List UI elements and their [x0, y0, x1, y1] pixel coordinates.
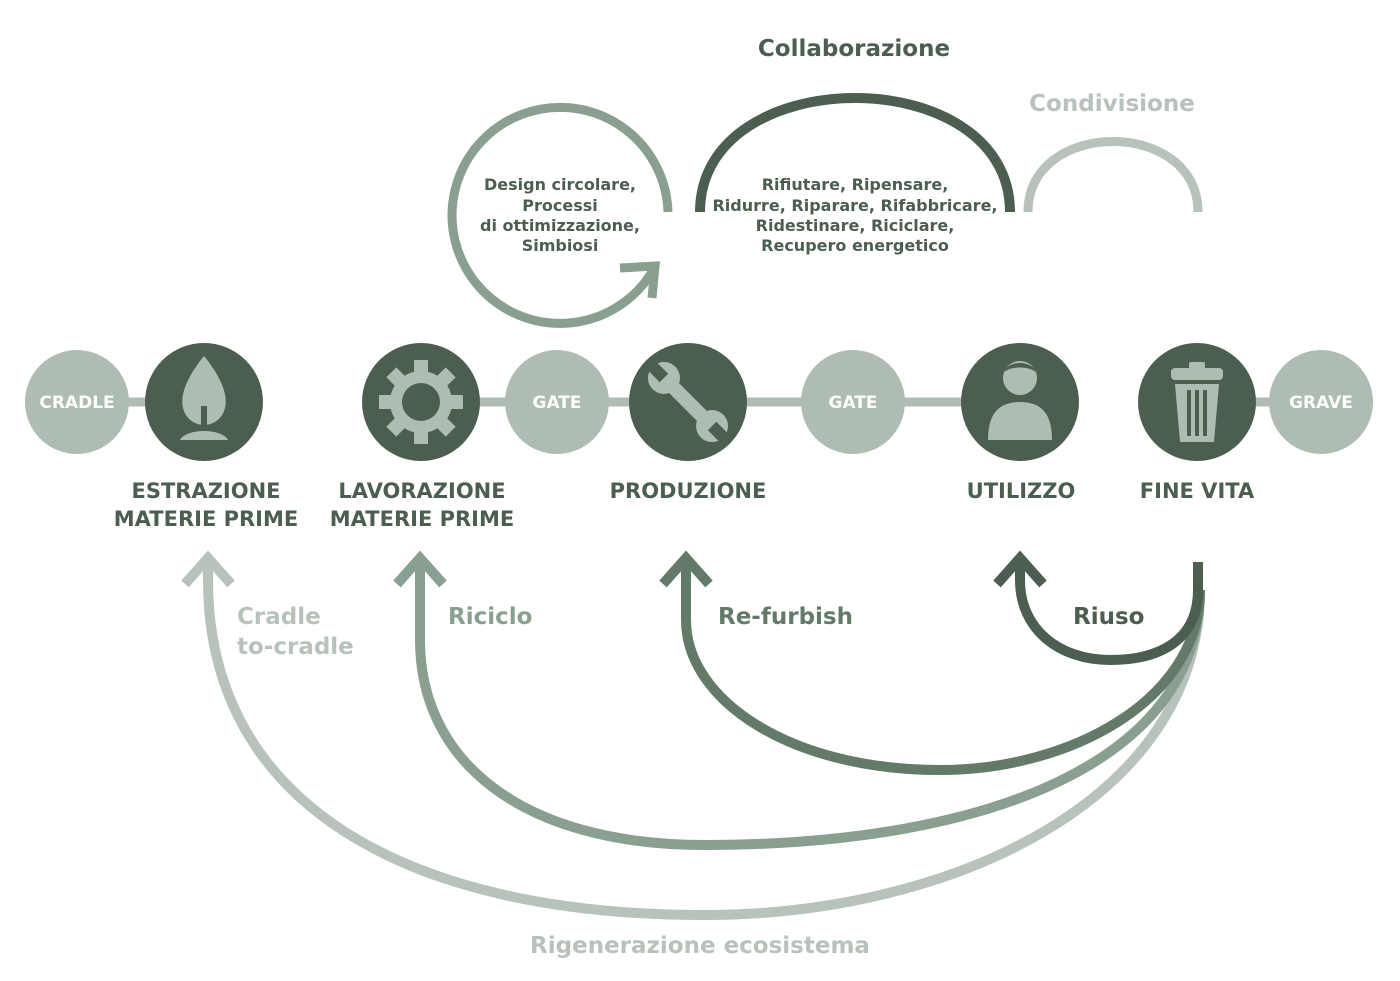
condivisione-arch — [1023, 137, 1203, 213]
stage-label-lavorazione-2: MATERIE PRIME — [330, 507, 514, 531]
arrowhead-riciclo — [393, 550, 447, 588]
collaborazione-line-4: Recupero energetico — [761, 236, 949, 255]
collaborazione-text: Rifiutare, Ripensare, Ridurre, Riparare,… — [712, 175, 997, 255]
stage-label-fine-vita: FINE VITA — [1140, 479, 1255, 503]
top-texts: Collaborazione Condivisione Design circo… — [480, 36, 1195, 255]
phase-cradle: CRADLE — [25, 350, 129, 454]
phase-grave-label: GRAVE — [1289, 393, 1353, 413]
collaborazione-title: Collaborazione — [758, 36, 950, 62]
circular-arrowhead — [619, 261, 660, 299]
phase-gate-1: GATE — [505, 350, 609, 454]
circular-line-4: Simbiosi — [522, 236, 599, 255]
stage-label-estrazione-2: MATERIE PRIME — [114, 507, 298, 531]
label-refurbish: Re-furbish — [718, 604, 853, 630]
arrowhead-riuso — [993, 550, 1047, 588]
collaborazione-arch — [695, 93, 1015, 213]
arrowhead-cradle-to-cradle — [181, 550, 235, 588]
circular-line-1: Design circolare, — [484, 175, 636, 194]
label-cradle-to-cradle-1: Cradle — [237, 604, 321, 630]
circular-arrow — [447, 102, 673, 328]
loop-arrows — [181, 550, 1205, 921]
collaborazione-line-2: Ridurre, Riparare, Rifabbricare, — [712, 196, 997, 215]
phase-gate-2: GATE — [801, 350, 905, 454]
loop-refurbish — [681, 558, 1205, 776]
top-arcs — [447, 93, 1203, 328]
stage-estrazione — [145, 343, 263, 461]
user-icon — [988, 361, 1052, 440]
stage-circles — [145, 343, 1256, 461]
label-rigenerazione: Rigenerazione ecosistema — [530, 933, 870, 959]
trash-icon — [1171, 362, 1223, 442]
stage-label-lavorazione-1: LAVORAZIONE — [338, 479, 505, 503]
label-cradle-to-cradle-2: to-cradle — [237, 634, 354, 660]
gear-icon — [379, 360, 463, 444]
phase-circles: CRADLE GATE GATE GRAVE — [25, 350, 1373, 454]
condivisione-title: Condivisione — [1029, 91, 1195, 117]
stage-label-estrazione-1: ESTRAZIONE — [131, 479, 280, 503]
collaborazione-line-3: Ridestinare, Riciclare, — [756, 216, 955, 235]
stage-utilizzo — [961, 343, 1079, 461]
collaborazione-line-1: Rifiutare, Ripensare, — [762, 175, 949, 194]
stage-produzione — [629, 343, 747, 461]
stage-labels: ESTRAZIONE MATERIE PRIME LAVORAZIONE MAT… — [114, 479, 1255, 531]
label-riuso: Riuso — [1073, 604, 1144, 630]
loop-labels: Cradle to-cradle Riciclo Re-furbish Rius… — [237, 604, 1144, 959]
circular-line-2: Processi — [522, 196, 597, 215]
arrowhead-refurbish — [659, 550, 713, 588]
loop-riuso — [1015, 558, 1203, 666]
phase-cradle-label: CRADLE — [39, 393, 114, 413]
leaf-icon — [180, 356, 228, 440]
circular-text: Design circolare, Processi di ottimizzaz… — [480, 175, 640, 255]
stage-fine-vita — [1138, 343, 1256, 461]
stage-label-utilizzo: UTILIZZO — [967, 479, 1076, 503]
loop-cradle-to-cradle — [203, 558, 1205, 921]
phase-gate-1-label: GATE — [533, 393, 582, 413]
phase-grave: GRAVE — [1269, 350, 1373, 454]
wrench-icon — [645, 359, 731, 445]
label-riciclo: Riciclo — [448, 604, 532, 630]
loop-riciclo — [415, 558, 1205, 851]
stage-lavorazione — [362, 343, 480, 461]
stage-label-produzione: PRODUZIONE — [610, 479, 767, 503]
phase-gate-2-label: GATE — [829, 393, 878, 413]
circular-line-3: di ottimizzazione, — [480, 216, 640, 235]
